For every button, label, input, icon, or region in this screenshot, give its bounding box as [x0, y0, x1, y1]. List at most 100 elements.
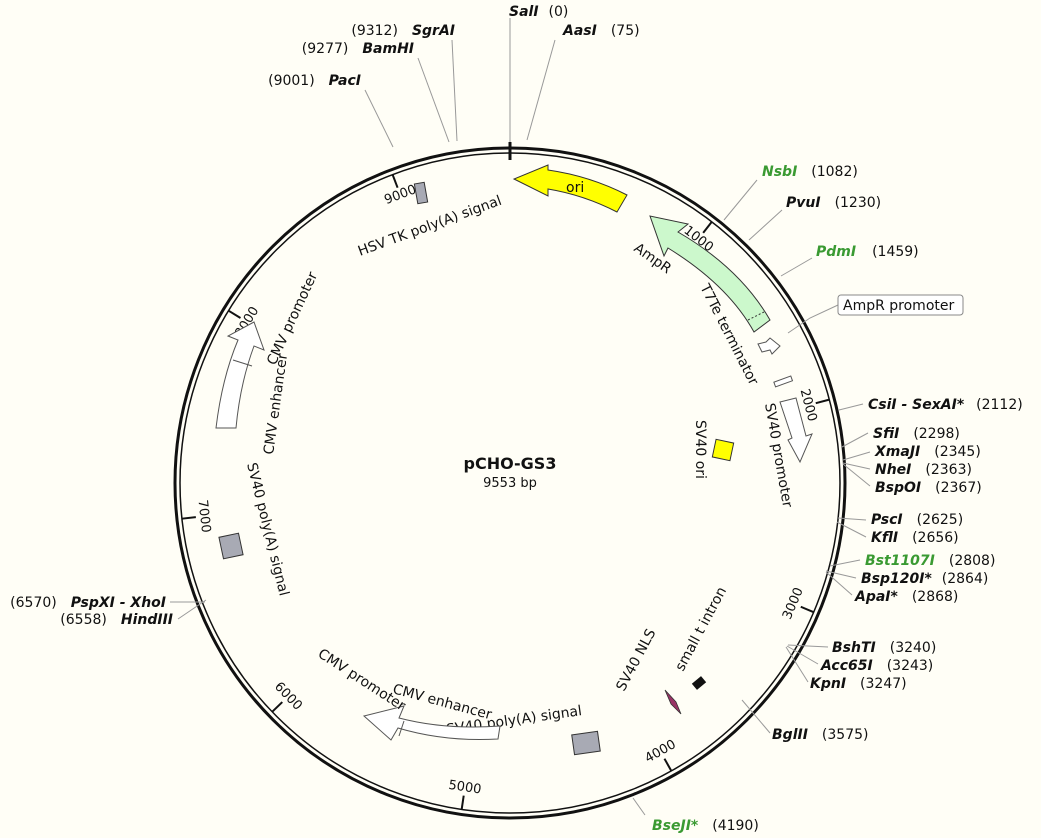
site-bspoi[interactable]: BspOI (2367)	[875, 479, 982, 496]
site-apai-pos: (2868)	[912, 589, 959, 605]
site-hindiii[interactable]: (6558) HindIII	[60, 611, 173, 628]
site-bspoi-pos: (2367)	[935, 480, 982, 496]
site-nhei-pos: (2363)	[925, 462, 972, 478]
tick-label-3000: 3000	[780, 585, 807, 621]
ori-arrow[interactable]	[512, 164, 628, 213]
cmv-lower-arrow[interactable]	[362, 705, 501, 741]
tick-label-7000: 7000	[195, 499, 213, 534]
site-sfii[interactable]: SfiI (2298)	[873, 425, 960, 442]
site-bsp120i[interactable]: Bsp120I* (2864)	[861, 570, 988, 587]
ampr-arrow[interactable]	[649, 215, 771, 333]
leader-bst	[829, 559, 861, 567]
ampr-promoter-box	[837, 294, 964, 316]
sv40-nls-marker[interactable]	[664, 689, 682, 715]
site-kfli[interactable]: KflI (2656)	[871, 529, 959, 546]
site-aasi[interactable]: AasI (75)	[562, 22, 640, 39]
site-pvui[interactable]: PvuI (1230)	[786, 194, 881, 211]
tick-mark-3000	[800, 605, 815, 614]
site-csii-pos: (2112)	[976, 397, 1023, 413]
site-bst1107i[interactable]: Bst1107I (2808)	[865, 552, 995, 569]
site-nhei[interactable]: NheI (2363)	[875, 461, 972, 478]
site-kpni-name: KpnI	[810, 676, 846, 692]
hsv-tk-polya-box[interactable]	[413, 181, 429, 205]
tick-mark-7000	[181, 516, 196, 520]
hsv-tk-polya-label: HSV TK poly(A) signal	[356, 193, 504, 260]
ampr-promoter-arrow[interactable]	[757, 337, 781, 355]
site-bseji-pos: (4190)	[712, 818, 759, 834]
leader-nhei	[842, 462, 871, 470]
sv40-polya-1-box[interactable]	[571, 730, 601, 756]
site-bspoi-name: BspOI	[875, 480, 921, 496]
site-aasi-name: AasI	[562, 23, 597, 39]
sv40-polya-2-label: SV40 poly(A) signal	[243, 461, 292, 598]
leader-kfli	[836, 521, 867, 538]
leader-bglii	[741, 699, 771, 734]
ampr-promoter-label: AmpR promoter	[843, 298, 954, 314]
t7te-marker[interactable]	[773, 375, 794, 388]
cmv-left-divider	[232, 359, 253, 367]
sv40-nls-label: SV40 NLS	[613, 626, 659, 694]
site-sali[interactable]: SalI (0)	[509, 3, 568, 20]
site-bamhi[interactable]: (9277) BamHI	[302, 40, 414, 57]
site-hindiii-name: HindIII	[121, 612, 173, 628]
sv40-ori-box[interactable]	[711, 438, 735, 462]
site-bst1107i-name: Bst1107I	[865, 553, 935, 569]
site-bglii[interactable]: BglII (3575)	[772, 726, 868, 743]
site-acc65i-pos: (3243)	[887, 658, 934, 674]
tick-mark-5000	[460, 795, 465, 810]
site-paci[interactable]: (9001) PacI	[268, 72, 361, 89]
site-csii[interactable]: CsiI - SexAI* (2112)	[868, 396, 1023, 413]
site-csii-name: CsiI - SexAI*	[868, 397, 965, 413]
cmv-promoter-1-label: CMV promoter	[315, 646, 408, 714]
site-sgrai-name: SgrAI	[412, 23, 455, 39]
leader-sfii	[841, 432, 869, 448]
site-xmaji-name: XmaJI	[874, 444, 920, 460]
cmv-left-arrow[interactable]	[215, 321, 265, 429]
site-psci[interactable]: PscI (2625)	[871, 511, 963, 528]
ori-label: ori	[566, 180, 584, 196]
cmv-enhancer-2-label: CMV enhancer	[261, 352, 291, 455]
small-t-intron-label: small t intron	[672, 584, 730, 673]
leader-apai	[825, 571, 853, 596]
site-bsp120i-name: Bsp120I*	[861, 571, 932, 587]
site-sgrai[interactable]: (9312) SgrAI	[351, 22, 455, 39]
tick-mark-1000	[702, 221, 713, 234]
site-psci-pos: (2625)	[917, 512, 964, 528]
sv40-polya-2-box[interactable]	[218, 532, 244, 560]
site-bshti-pos: (3240)	[890, 640, 937, 656]
sv40-promoter-1-arrow[interactable]	[779, 397, 813, 464]
site-bshti[interactable]: BshTI (3240)	[832, 639, 936, 656]
site-pspxi[interactable]: (6570) PspXI - XhoI	[10, 594, 166, 611]
site-bseji-name: BseJI*	[652, 818, 699, 834]
site-pdmi[interactable]: PdmI (1459)	[816, 243, 919, 260]
site-kpni[interactable]: KpnI (3247)	[810, 675, 907, 692]
site-acc65i[interactable]: Acc65I (3243)	[820, 657, 933, 674]
cmv-lower-divider	[398, 720, 405, 737]
sv40-ori-label: SV40 ori	[692, 420, 708, 479]
leader-aasi	[526, 39, 556, 141]
site-psci-name: PscI	[871, 512, 903, 528]
site-nsbi[interactable]: NsbI (1082)	[762, 163, 858, 180]
site-kpni-pos: (3247)	[860, 676, 907, 692]
leader-bseji	[632, 797, 646, 816]
site-aasi-pos: (75)	[611, 23, 640, 39]
site-nsbi-name: NsbI	[762, 164, 797, 180]
tick-label-4000: 4000	[642, 737, 678, 766]
leader-paci	[364, 89, 394, 148]
site-sali-name: SalI	[509, 4, 539, 20]
small-t-intron-marker[interactable]	[691, 676, 707, 690]
site-apai[interactable]: ApaI* (2868)	[854, 588, 958, 605]
tick-mark-8000	[228, 309, 242, 319]
site-bseji[interactable]: BseJI* (4190)	[652, 817, 759, 834]
tick-label-5000: 5000	[447, 778, 482, 798]
site-paci-pos: (9001)	[268, 73, 315, 89]
site-bglii-pos: (3575)	[822, 727, 869, 743]
site-nhei-name: NheI	[875, 462, 911, 478]
site-xmaji[interactable]: XmaJI (2345)	[874, 443, 981, 460]
site-xmaji-pos: (2345)	[934, 444, 981, 460]
site-bshti-name: BshTI	[832, 640, 876, 656]
leader-bspoi	[842, 463, 871, 487]
site-pspxi-name: PspXI - XhoI	[71, 595, 166, 611]
tick-mark-4000	[663, 758, 673, 772]
